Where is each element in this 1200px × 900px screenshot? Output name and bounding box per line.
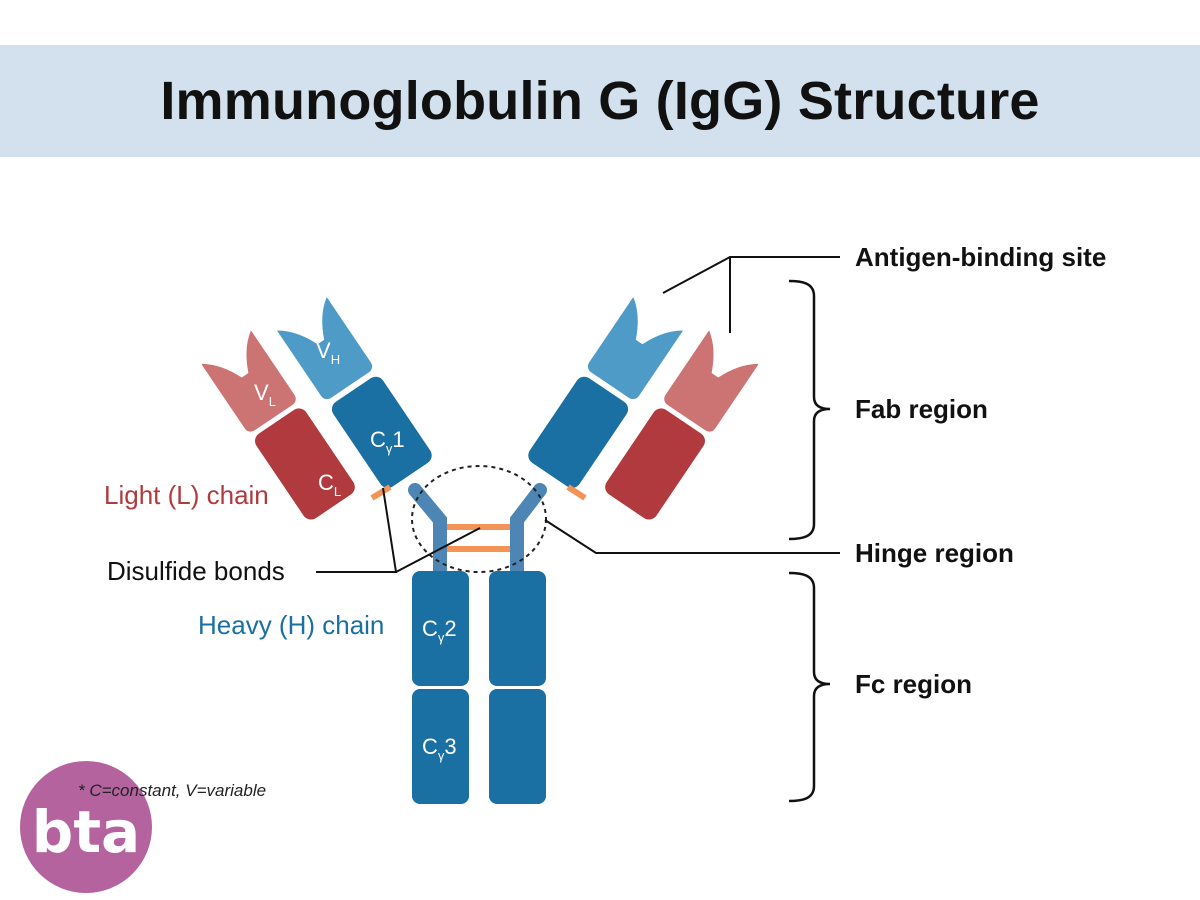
page-title: Immunoglobulin G (IgG) Structure — [160, 71, 1040, 131]
label-vl: VL — [254, 380, 276, 409]
label-cg1: Cγ1 — [370, 427, 405, 456]
left-lh-disulfide-bond — [370, 484, 392, 501]
right-light-variable-domain — [605, 322, 765, 520]
left-heavy-constant-2-domain — [412, 571, 469, 686]
left-heavy-constant-1-domain — [331, 376, 432, 488]
left-light-variable-domain — [195, 322, 355, 520]
bta-logo: bta — [20, 761, 152, 893]
logo-text: bta — [32, 798, 140, 866]
left-hinge-strand — [408, 483, 447, 582]
left-heavy-variable-domain — [271, 288, 432, 488]
hinge-highlight-circle — [411, 465, 547, 573]
title-band: Immunoglobulin G (IgG) Structure — [0, 45, 1200, 157]
right-heavy-variable-domain — [528, 288, 689, 488]
disulfide-bonds-label: Disulfide bonds — [107, 556, 285, 586]
fab-region-label: Fab region — [855, 394, 988, 424]
right-heavy-constant-3-domain — [489, 689, 546, 804]
light-chain-label: Light (L) chain — [104, 480, 269, 510]
hinge-region-label: Hinge region — [855, 538, 1014, 568]
footnote: * C=constant, V=variable — [78, 781, 266, 800]
antigen-binding-site-label: Antigen-binding site — [855, 242, 1106, 272]
fc-region-label: Fc region — [855, 669, 972, 699]
label-cl: CL — [318, 470, 341, 499]
left-heavy-constant-3-domain — [412, 689, 469, 804]
right-heavy-constant-2-domain — [489, 571, 546, 686]
heavy-chain-label: Heavy (H) chain — [198, 610, 384, 640]
hinge-pointer-line — [544, 519, 840, 554]
disulfide-pointer-lines — [316, 487, 481, 573]
label-cg2: Cγ2 — [422, 616, 457, 645]
label-vh: VH — [316, 338, 340, 367]
right-lh-disulfide-bond — [566, 484, 587, 501]
fab-region-bracket — [788, 279, 831, 541]
label-cg3: Cγ3 — [422, 734, 457, 763]
left-light-constant-domain — [255, 408, 355, 520]
right-heavy-constant-1-domain — [528, 376, 629, 488]
right-light-constant-domain — [605, 408, 705, 520]
right-hinge-strand — [510, 483, 547, 582]
fc-region-bracket — [788, 571, 831, 803]
antigen-binding-pointer — [662, 256, 840, 333]
